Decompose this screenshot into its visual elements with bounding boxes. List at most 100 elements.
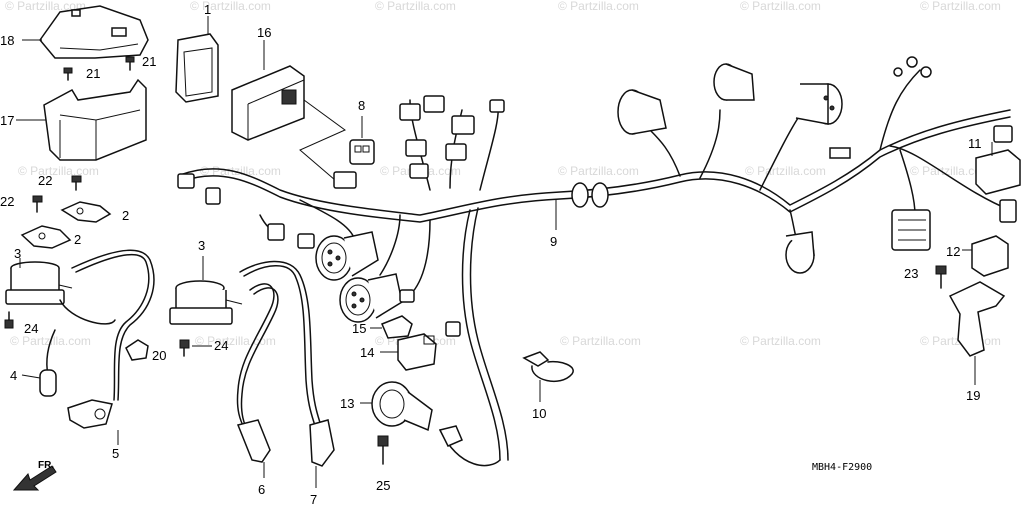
part-20-clip[interactable]	[125, 339, 149, 361]
part-22-bolt[interactable]	[32, 195, 43, 213]
callout-21: 21	[142, 54, 156, 69]
part-11-bracket[interactable]	[43, 78, 147, 161]
ht-lead	[75, 253, 150, 401]
watermark: © Partzilla.com	[558, 164, 639, 178]
ht-lead	[240, 287, 279, 435]
harness-connector[interactable]	[297, 233, 315, 249]
part-2-clamp[interactable]	[20, 225, 72, 249]
callout-2: 2	[122, 208, 129, 223]
watermark: © Partzilla.com	[375, 0, 456, 13]
harness-connector[interactable]	[993, 125, 1013, 143]
harness-connector[interactable]	[445, 321, 461, 337]
callout-15: 13	[340, 396, 354, 411]
front-arrow: FR.	[12, 460, 57, 491]
part-2-clamp[interactable]	[60, 201, 112, 223]
round-socket-connector[interactable]	[315, 231, 379, 281]
callout-19: 19	[966, 388, 980, 403]
part-21-screw[interactable]	[63, 67, 73, 81]
ht-lead	[239, 260, 323, 431]
diagram-code: MBH4-F2900	[812, 462, 872, 473]
callout-5: 5	[112, 446, 119, 461]
part-14-relay[interactable]	[971, 235, 1009, 277]
part-9-wire-harness[interactable]	[179, 69, 1011, 467]
ht-lead	[71, 249, 155, 401]
callout-24: 24	[24, 321, 38, 336]
callout-3: 3	[14, 246, 21, 261]
harness-connector[interactable]	[267, 223, 285, 241]
harness-connector[interactable]	[205, 187, 221, 205]
ht-lead	[243, 265, 317, 431]
watermark: © Partzilla.com	[200, 164, 281, 178]
leader-line	[299, 99, 346, 181]
callout-25: 25	[376, 478, 390, 493]
callout-24: 24	[214, 338, 228, 353]
watermarks: © Partzilla.com © Partzilla.com © Partzi…	[5, 0, 1001, 348]
watermark: © Partzilla.com	[740, 0, 821, 13]
part-24-bolt[interactable]	[179, 339, 190, 357]
part-16-relay[interactable]	[397, 333, 437, 371]
watermark: © Partzilla.com	[910, 164, 991, 178]
part-24-bolt[interactable]	[4, 311, 14, 329]
round-connector[interactable]	[617, 89, 667, 135]
callout-21: 21	[86, 66, 100, 81]
callout-17: 15	[352, 321, 366, 336]
part-7-plug-cap[interactable]	[309, 419, 335, 467]
leader-line	[21, 374, 41, 379]
callout-2: 2	[74, 232, 81, 247]
harness-connector[interactable]	[399, 289, 415, 303]
callout-22: 22	[0, 194, 14, 209]
part-5-plug-cap[interactable]	[67, 399, 113, 429]
callout-18: 16	[257, 25, 271, 40]
part-22-bolt[interactable]	[71, 175, 82, 191]
part-23-bolt[interactable]	[935, 265, 947, 289]
callout-6: 6	[258, 482, 265, 497]
watermark: © Partzilla.com	[560, 334, 641, 348]
watermark: © Partzilla.com	[740, 334, 821, 348]
round-socket-connector[interactable]	[339, 273, 403, 323]
callout-23: 23	[904, 266, 918, 281]
part-17-fuse-holder[interactable]	[381, 315, 413, 339]
part-3-ignition-coil[interactable]	[169, 280, 243, 325]
part-19-bracket[interactable]	[948, 281, 1006, 357]
part-6-plug-cap[interactable]	[236, 419, 271, 463]
callout-12: 18	[0, 33, 14, 48]
round-connector[interactable]	[713, 63, 755, 101]
part-1-rubber[interactable]	[175, 33, 219, 103]
watermark: © Partzilla.com	[920, 0, 1001, 13]
harness-connector[interactable]	[438, 425, 463, 447]
callout-4: 4	[10, 368, 17, 383]
callout-10: 10	[532, 406, 546, 421]
callout-9: 9	[550, 234, 557, 249]
harness-connector[interactable]	[177, 173, 195, 189]
callout-20: 20	[152, 348, 166, 363]
part-21-screw[interactable]	[125, 56, 135, 71]
ring-terminals[interactable]	[893, 56, 932, 78]
part-10-band[interactable]	[522, 351, 574, 383]
watermark: © Partzilla.com	[190, 0, 271, 13]
ht-lead	[236, 283, 275, 431]
part-25-bolt[interactable]	[377, 435, 389, 465]
part-18-cdi-unit[interactable]	[231, 65, 305, 141]
callout-7: 7	[310, 492, 317, 507]
callout-14: 12	[946, 244, 960, 259]
connector-cluster[interactable]	[399, 95, 505, 179]
callout-22: 22	[38, 173, 52, 188]
part-13-relay[interactable]	[975, 149, 1021, 195]
part-4-plug-cap[interactable]	[39, 369, 57, 397]
part-15-horn[interactable]	[371, 381, 433, 432]
callout-8: 8	[358, 98, 365, 113]
front-label: FR.	[38, 460, 54, 471]
watermark: © Partzilla.com	[745, 164, 826, 178]
part-8-connector[interactable]	[349, 139, 375, 165]
round-connector[interactable]	[795, 83, 843, 125]
round-connector[interactable]	[785, 231, 815, 274]
harness-connector[interactable]	[333, 171, 357, 189]
multi-pin-coupler[interactable]	[891, 209, 931, 251]
part-12-cover[interactable]	[39, 5, 149, 59]
watermark: © Partzilla.com	[18, 164, 99, 178]
callout-3: 3	[198, 238, 205, 253]
part-3-ignition-coil[interactable]	[5, 261, 73, 305]
harness-connector[interactable]	[999, 199, 1017, 223]
callout-16: 14	[360, 345, 374, 360]
